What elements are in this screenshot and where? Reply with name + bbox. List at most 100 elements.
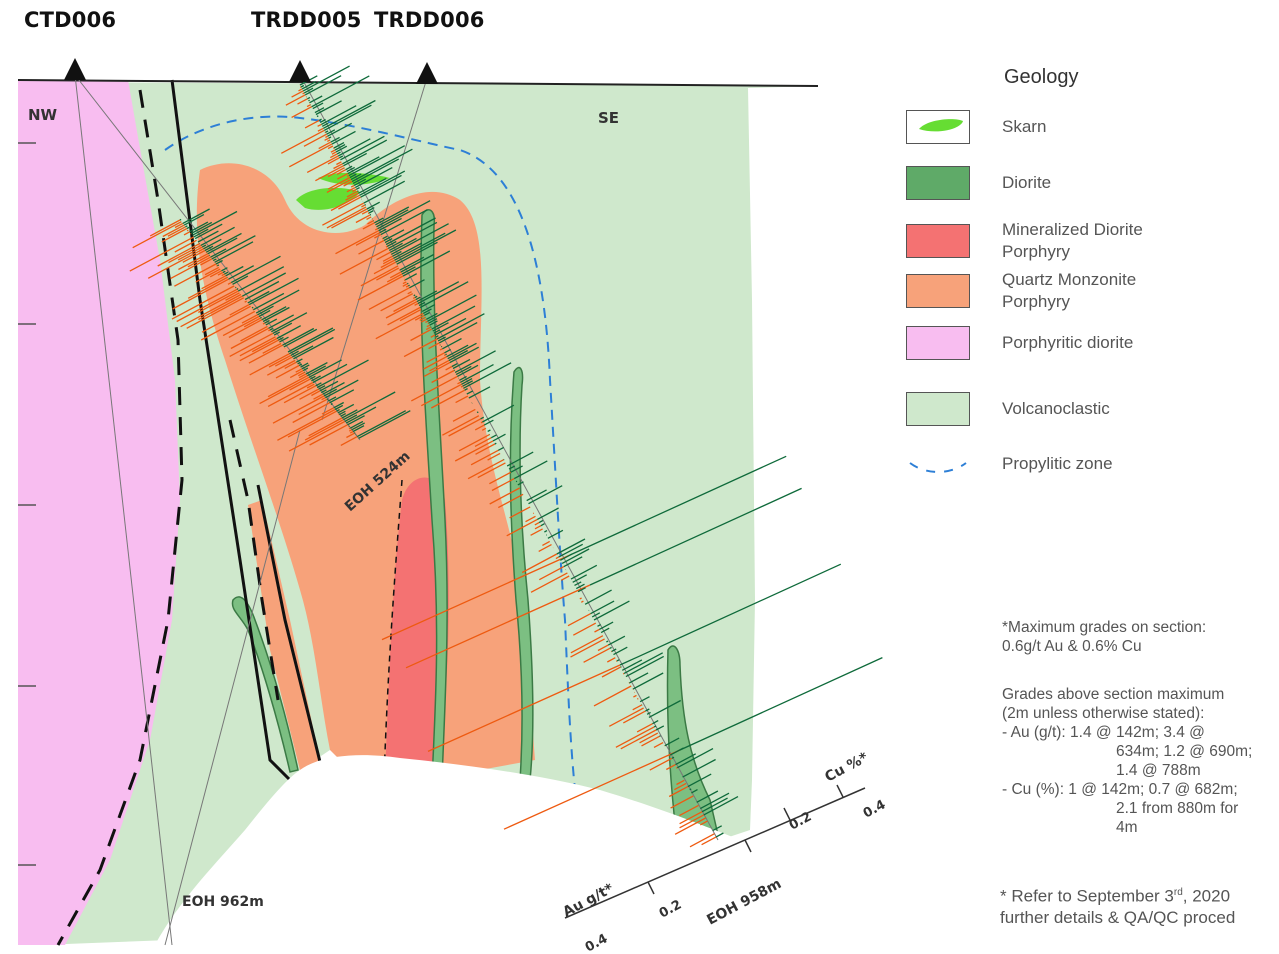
grade-spike [401,266,416,275]
grade-spike [293,336,334,360]
grade-spike [575,583,585,590]
grade-spike [446,344,469,358]
grade-spike [221,273,225,277]
grade-spike [492,433,506,442]
grade-spike [653,742,664,748]
grade-spike [580,600,584,603]
grade-spike [389,237,417,253]
grade-spike [324,137,329,141]
grade-spike [682,758,716,778]
grade-spike [483,419,494,426]
grade-spike [699,792,730,810]
grade-spike [262,322,265,325]
grade-spike [338,196,361,210]
propylitic-swatch [906,447,970,481]
grade-spike [670,795,694,809]
grade-spike [341,409,358,419]
grade-spike [591,612,601,618]
grade-spike [386,273,403,283]
grade-spike [304,419,344,441]
grade-spike [303,87,314,94]
grade-spike [287,327,334,353]
grade-spike [346,186,356,193]
grade-spike [232,275,249,285]
skarn-swatch [906,110,970,144]
grade-spike [632,672,664,690]
grade-spike [639,732,659,744]
grade-spike [636,723,653,733]
grade-spike [366,201,381,210]
grade-spike [377,200,431,230]
grade-spike [621,659,643,671]
grade-spike [172,278,229,310]
grade-spike [402,281,407,285]
grade-spike [622,672,625,675]
grade-spike [288,420,346,452]
grade-spike [567,613,591,627]
grade-spike [276,325,302,340]
grade-spike [477,462,506,479]
grade-spike [230,255,281,284]
grade-spike [174,222,184,229]
grade-spike [641,735,660,747]
grade-spike [291,106,313,118]
grade-spike [380,259,395,269]
grade-spike [384,238,393,244]
grade-spike [200,310,256,341]
grade-spike [197,230,219,243]
grade-spike [306,155,339,173]
grade-spike [715,832,724,838]
grade-spike [619,563,842,666]
grade-spike [409,279,425,289]
grade-spike [183,231,191,236]
grade-spike [391,223,449,255]
grade-spike [177,246,203,261]
grade-spike [291,345,314,358]
grade-spike [186,297,245,329]
grade-spike [389,271,402,279]
grade-spike [675,753,697,766]
grade-spike [346,175,350,178]
grade-spike [403,279,406,282]
grade-spike [427,664,621,752]
grade-spike [625,655,665,678]
grades-above-note: Grades above section maximum (2m unless … [1002,686,1253,836]
grade-spike [382,255,393,262]
grade-spike [352,425,365,433]
grade-spike [343,180,353,187]
grade-spike [448,349,469,362]
grade-spike [368,210,374,214]
au-grade-histogram [129,84,717,848]
grade-spike [407,282,409,285]
grade-spike [676,748,714,769]
grade-spike [538,544,552,552]
grade-spike [458,434,490,452]
direction-se: SE [598,109,619,127]
grade-spike [308,99,310,102]
grade-spike [482,404,515,423]
grade-spike [410,328,433,342]
grade-spike [267,375,308,398]
grade-spike [336,161,342,166]
legend-item-propylitic: Propylitic zone [906,447,1177,481]
grade-spike [170,256,211,280]
drillhole-trace-lower [164,429,301,946]
grade-spike [376,267,400,281]
grade-spike [400,253,435,273]
grade-spike [611,648,617,652]
grade-spike [574,581,582,586]
grade-spike [459,375,467,381]
grade-spike [497,493,524,509]
grade-spike [467,459,505,480]
grade-spike [665,764,676,771]
grade-spike [360,174,402,198]
grade-spike [186,226,191,230]
grade-spike [460,385,463,388]
grade-spike [321,122,329,127]
grade-spike [331,208,368,229]
grade-spike [285,94,306,106]
grade-spike [490,434,497,439]
grade-spike [317,127,324,132]
grade-spike [560,575,570,581]
legend-label: Propylitic zone [1002,454,1113,473]
